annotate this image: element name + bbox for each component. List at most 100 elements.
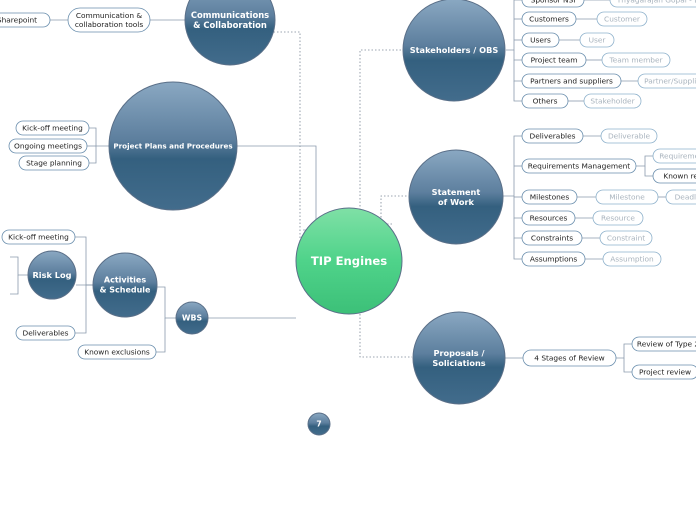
project-plans-bubble-shape [108,81,238,211]
sow-deliverables-node[interactable]: Deliverables [521,128,584,144]
sponsor-name-node-label: Thyagarajan Gopal - DW [616,0,696,5]
partner-supplier-node[interactable]: Partner/Supplier [637,73,696,89]
milestone-node-outline [595,189,659,205]
connector-line-1 [190,31,301,245]
node-count-badge[interactable]: 7 [307,412,331,436]
others-node[interactable]: Others [521,93,569,109]
connector-line-13 [156,318,166,353]
plan-kickoff-meeting-node-outline [15,120,90,136]
requirement-node[interactable]: Requirement [652,148,696,164]
plan-stage-planning-node[interactable]: Stage planning [18,155,90,171]
connector-line-18 [10,275,19,295]
activities-schedule-bubble-shape [92,252,158,318]
sharepoint-node-label: Sharepoint [0,16,37,25]
connector-line-46 [616,343,632,359]
resources-node-label: Resources [530,214,568,223]
connector-line-12 [157,286,176,319]
communication-tools-node[interactable]: Communication &collaboration tools [67,7,151,33]
customer-node[interactable]: Customer [596,11,648,27]
partner-supplier-node-outline [637,73,696,89]
connector-line-22 [513,50,522,61]
milestone-node[interactable]: Milestone [595,189,659,205]
customer-node-label: Customer [604,15,641,24]
four-stages-review-node-outline [522,349,617,367]
partners-suppliers-node-label: Partners and suppliers [530,77,613,86]
communication-tools-node-label: collaboration tools [75,20,144,29]
sponsor-name-node-outline [609,0,696,8]
connector-line-2 [236,145,317,231]
plan-ongoing-meetings-node-outline [8,138,88,154]
constraints-node[interactable]: Constraints [521,230,583,246]
communications-bubble[interactable]: Communications& Collaboration [184,0,276,66]
assumptions-node[interactable]: Assumptions [521,251,586,267]
wbs-bubble[interactable]: WBS [175,301,209,335]
others-node-label: Others [533,97,558,106]
project-review-node[interactable]: Project review [631,364,696,380]
resource-node[interactable]: Resource [592,210,644,226]
partners-suppliers-node-outline [521,73,622,89]
deadline-node[interactable]: Deadline [665,189,696,205]
stakeholder-node[interactable]: Stakeholder [583,93,642,109]
requirements-management-node-label: Requirements Management [528,162,631,171]
known-requirement-node[interactable]: Known req [652,168,696,184]
plan-kickoff-meeting-node[interactable]: Kick-off meeting [15,120,90,136]
sponsor-nsi-node-label: Sponsor NSI [531,0,576,5]
assumption-node[interactable]: Assumption [602,251,662,267]
statement-of-work-bubble-label: of Work [438,197,474,207]
requirements-management-node[interactable]: Requirements Management [521,158,637,174]
proposals-solicitations-bubble[interactable]: Proposals /Soliciations [412,311,506,405]
sow-deliverables-node-outline [521,128,584,144]
four-stages-review-node-label: 4 Stages of Review [534,354,604,363]
review-type2-node[interactable]: Review of Type 2 [631,336,696,352]
communications-bubble-label: & Collaboration [193,20,267,30]
sow-deliverable-node[interactable]: Deliverable [600,128,658,144]
communications-bubble-shape [184,0,276,66]
activities-kickoff-meeting-node-outline [1,229,76,245]
four-stages-review-node[interactable]: 4 Stages of Review [522,349,617,367]
sharepoint-node[interactable]: Sharepoint [0,12,51,28]
partners-suppliers-node[interactable]: Partners and suppliers [521,73,622,89]
users-node[interactable]: Users [521,32,560,48]
proposals-solicitations-bubble-label: Soliciations [432,358,485,368]
activities-schedule-bubble[interactable]: Activities& Schedule [92,252,158,318]
wbs-bubble-shape [175,301,209,335]
risk-log-bubble[interactable]: Risk Log [27,250,77,300]
activities-deliverables-node-label: Deliverables [23,329,69,338]
wbs-bubble-label: WBS [182,314,203,323]
stakeholder-node-label: Stakeholder [590,97,635,106]
customers-node[interactable]: Customers [521,11,577,27]
sponsor-name-node[interactable]: Thyagarajan Gopal - DW [609,0,696,8]
sow-deliverables-node-label: Deliverables [530,132,576,141]
constraint-node[interactable]: Constraint [599,230,653,246]
central-topic-bubble[interactable]: TIP Engines [295,207,403,315]
known-requirement-node-label: Known req [663,172,696,181]
resources-node[interactable]: Resources [521,210,576,226]
known-exclusions-node[interactable]: Known exclusions [77,344,157,360]
team-member-node-label: Team member [608,56,663,65]
stakeholders-obs-bubble[interactable]: Stakeholders / OBS [402,0,506,102]
project-plans-bubble[interactable]: Project Plans and Procedures [108,81,238,211]
sponsor-nsi-node[interactable]: Sponsor NSI [521,0,585,8]
activities-deliverables-node[interactable]: Deliverables [15,325,76,341]
others-node-outline [521,93,569,109]
project-team-node-label: Project team [531,56,578,65]
sponsor-nsi-node-outline [521,0,585,8]
activities-kickoff-meeting-node[interactable]: Kick-off meeting [1,229,76,245]
connector-line-39 [644,166,653,177]
resource-node-label: Resource [601,214,635,223]
project-team-node[interactable]: Project team [521,52,587,68]
plan-ongoing-meetings-node[interactable]: Ongoing meetings [8,138,88,154]
assumptions-node-outline [521,251,586,267]
team-member-node[interactable]: Team member [601,52,671,68]
sow-deliverable-node-outline [600,128,658,144]
milestones-node[interactable]: Milestones [521,189,578,205]
partner-supplier-node-label: Partner/Supplier [644,77,696,86]
user-node[interactable]: User [579,32,615,48]
central-topic-shape [295,207,403,315]
central-topic-label: TIP Engines [311,254,387,268]
connector-line-14 [75,236,96,286]
team-member-node-outline [601,52,671,68]
statement-of-work-bubble-label: Statement [432,187,481,197]
requirement-node-label: Requirement [659,152,696,161]
